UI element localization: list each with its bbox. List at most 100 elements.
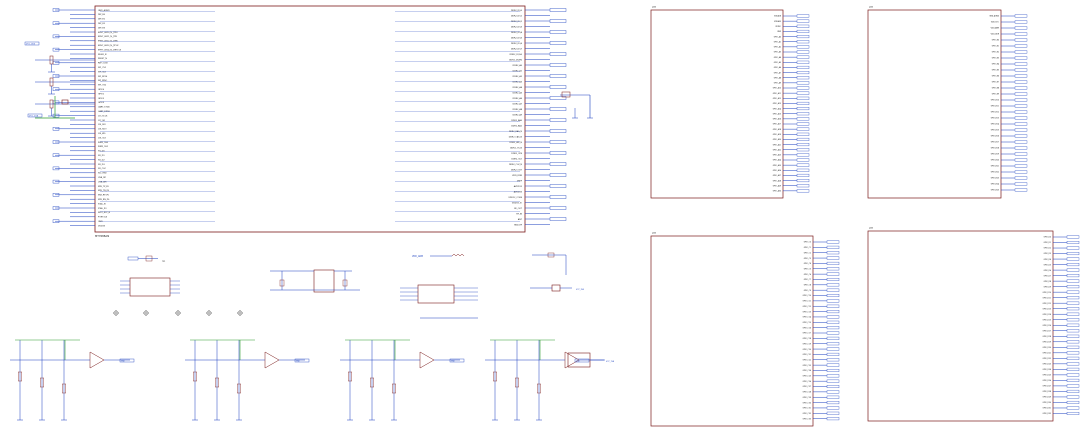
pin-label: RF_IN [516, 213, 522, 215]
ic-refdes: U?? [652, 232, 657, 235]
net-flag [1014, 152, 1028, 156]
net-flag [826, 251, 840, 255]
net-flag [549, 184, 567, 188]
pin-label: GPIO_C27 [803, 386, 811, 388]
pin-label: GPIO_C3 [804, 258, 811, 260]
main-ic-body [94, 5, 526, 233]
pin-label: GPIO_A17 [773, 123, 781, 126]
pin-label: GPIO_D21 [1043, 353, 1051, 355]
net-flag [52, 153, 60, 157]
pin-label: EPHY_LED4_N_JTRST_N [98, 49, 122, 51]
net-flag [1066, 412, 1080, 415]
net-flag [1014, 92, 1028, 96]
pin-label: DDR2_DQ7 [511, 48, 523, 50]
pin-label: DIP_R2 [98, 23, 106, 25]
net-flag [796, 122, 810, 126]
pin-label: PORST_N [98, 217, 108, 219]
pin-label: DIP_R3 [98, 27, 106, 29]
pin-label: AVDD33 [514, 190, 523, 193]
net-flag [826, 256, 840, 260]
net-flag [1014, 188, 1028, 192]
net-flag [1014, 176, 1028, 180]
pin-label: GPIO_A27 [773, 174, 781, 177]
pin-label: GPIO_A3 [774, 51, 781, 54]
pin-label: DDR2_CLK [511, 158, 522, 160]
pin-label: GPIO_B11 [991, 106, 999, 108]
net-flag [826, 352, 840, 356]
pin-label: DDR2_A4 [513, 86, 523, 89]
pin-label: GPIO_B18 [991, 148, 999, 150]
net-label: VDD_ARM [412, 255, 423, 258]
pin-label: GND_RF [514, 224, 523, 226]
pin-label: MDI_TN_P0 [98, 190, 110, 192]
net-label: VCC_1V8 [606, 361, 615, 363]
net-flag [796, 45, 810, 49]
net-label: GND [121, 360, 125, 362]
net-flag [1014, 26, 1028, 30]
pin-label: GND [777, 31, 782, 33]
pin-label: GPIO_A1 [774, 40, 781, 43]
pin-label: DDR2_A7 [513, 102, 523, 105]
pin-label: GPIO_A8 [774, 76, 781, 79]
resistor [18, 371, 23, 382]
ic-refdes: U?? [869, 227, 874, 230]
net-flag [27, 113, 43, 118]
pin-label: GPIO_C0 [804, 242, 811, 244]
mounting-hole [205, 309, 213, 317]
pin-label: GPIO_A13 [773, 102, 781, 105]
net-flag [796, 127, 810, 131]
ic-u2 [867, 9, 1002, 199]
pin-label: UART_TXD0 [98, 106, 110, 109]
net-flag [796, 35, 810, 39]
pin-label: GPIO_B15 [991, 130, 999, 132]
resistor [348, 371, 353, 382]
net-label: GND [576, 360, 580, 362]
net-flag [52, 219, 60, 223]
pin-label: GPIO_C8 [804, 285, 811, 287]
net-flag [52, 193, 60, 197]
pin-label: GPIO_C1 [804, 247, 811, 249]
pin-label: DDR2_WE_N [510, 142, 523, 144]
net-flag [826, 315, 840, 319]
pin-label: DIP_R0 [98, 14, 106, 16]
net-flag [549, 8, 567, 12]
pin-label: VDD_DDR [991, 34, 1000, 36]
pin-label: SPI_MOSI [98, 76, 108, 78]
net-flag [549, 195, 567, 199]
net-flag [826, 336, 840, 340]
mounting-hole [236, 309, 244, 317]
net-flag [574, 358, 590, 363]
pin-label: GPIO_A11 [773, 92, 781, 95]
net-flag [549, 63, 567, 67]
pin-label: I2C_SD [98, 120, 106, 122]
pin-label: DDR2_A3 [513, 80, 523, 83]
pin-label: VDD_SOC [991, 22, 1000, 24]
pin-label: GPIO_D17 [1043, 330, 1051, 332]
pin-label: GPIO_A4 [774, 56, 781, 59]
pin-label: GPIO_A2 [774, 46, 781, 49]
net-flag [796, 50, 810, 54]
net-flag [796, 168, 810, 172]
net-flag [52, 140, 60, 144]
net-flag [796, 117, 810, 121]
net-flag [1066, 312, 1080, 316]
pin-label: DDR2_DQ0 [511, 10, 523, 12]
net-flag [796, 101, 810, 105]
net-flag [796, 153, 810, 157]
net-flag [796, 112, 810, 116]
net-flag [549, 118, 567, 122]
pin-label: I2S_SDI [98, 124, 106, 126]
crystal [61, 99, 69, 105]
net-flag [826, 240, 840, 244]
pin-label: GPIO_A14 [773, 107, 781, 110]
mounting-hole [174, 309, 182, 317]
net-flag [1014, 98, 1028, 102]
pin-label: GPIO_A18 [773, 128, 781, 131]
resistor [62, 383, 67, 394]
pin-label: GPIO_C25 [803, 376, 811, 378]
net-flag [1014, 146, 1028, 150]
pin-label: VDD33 [98, 225, 106, 227]
net-flag [826, 277, 840, 281]
pin-label: GPIO_D31 [1043, 408, 1051, 410]
net-flag [1066, 279, 1080, 283]
